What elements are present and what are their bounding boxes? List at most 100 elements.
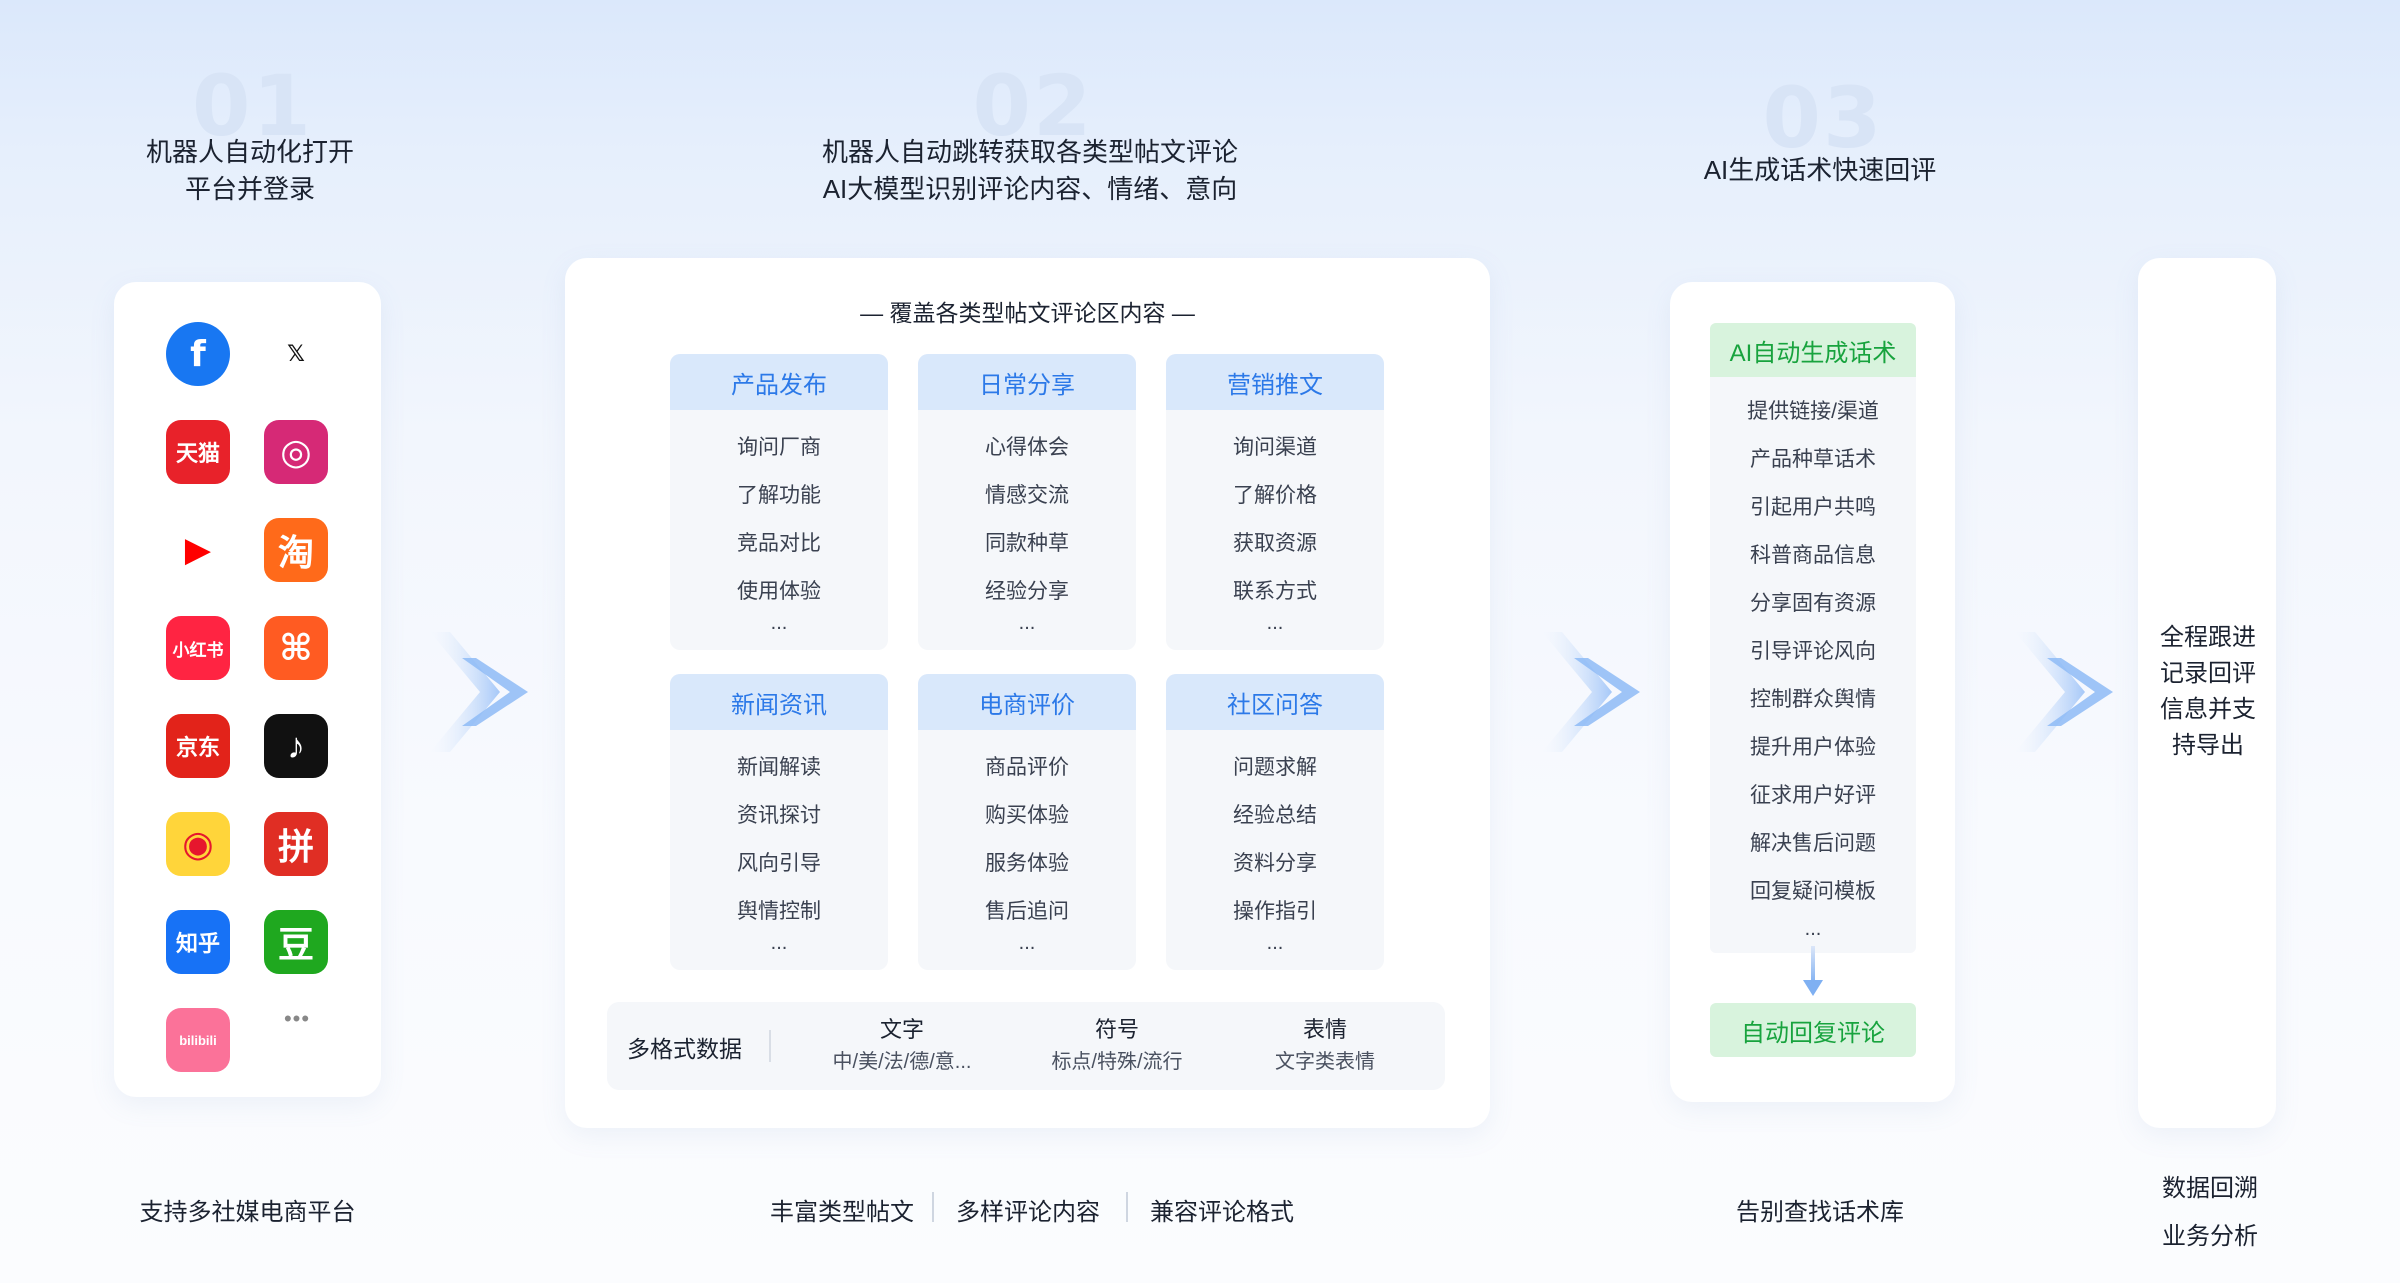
facebook-icon[interactable]: f xyxy=(166,322,230,386)
pinduoduo-icon[interactable]: 拼 xyxy=(264,812,328,876)
category-item: 了解功能 xyxy=(737,484,821,507)
step-number-1: 01 xyxy=(192,57,313,155)
instagram-icon[interactable]: ◎ xyxy=(264,420,328,484)
category-more-ellipsis: ... xyxy=(1266,932,1284,954)
category-title: 日常分享 xyxy=(918,354,1136,410)
bilibili-icon[interactable]: bilibili xyxy=(166,1008,230,1072)
taobao-icon[interactable]: 淘 xyxy=(264,518,328,582)
step-title-2-line2: AI大模型识别评论内容、情绪、意向 xyxy=(822,174,1238,204)
kuaishou-glyph: ⌘ xyxy=(279,627,313,668)
ai-script-item: 提供链接/渠道 xyxy=(1747,400,1879,423)
category-item: 情感交流 xyxy=(985,484,1069,507)
bottom-label-varied-comments: 多样评论内容 xyxy=(956,1199,1100,1226)
bottom-divider-2 xyxy=(1126,1192,1128,1222)
category-title: 新闻资讯 xyxy=(670,674,888,730)
category-more-ellipsis: ... xyxy=(1018,932,1036,954)
ai-script-item: 科普商品信息 xyxy=(1750,544,1876,567)
ai-script-item: 解决售后问题 xyxy=(1750,832,1876,855)
bottom-label-compatible-formats: 兼容评论格式 xyxy=(1150,1199,1294,1226)
jd-icon[interactable]: 京东 xyxy=(166,714,230,778)
category-item: 经验分享 xyxy=(985,580,1069,603)
x-glyph: 𝕏 xyxy=(287,341,305,366)
zhihu-icon[interactable]: 知乎 xyxy=(166,910,230,974)
multi-format-divider xyxy=(769,1030,771,1062)
ai-script-item: 控制群众舆情 xyxy=(1750,688,1876,711)
zhihu-glyph: 知乎 xyxy=(175,931,220,956)
category-title: 产品发布 xyxy=(670,354,888,410)
category-item: 风向引导 xyxy=(737,852,821,875)
category-item-list: 询问渠道了解价格获取资源联系方式... xyxy=(1166,410,1384,640)
xiaohongshu-icon[interactable]: 小红书 xyxy=(166,616,230,680)
weibo-glyph: ◉ xyxy=(182,823,214,864)
multi-format-emoji-desc: 文字类表情 xyxy=(1275,1051,1375,1073)
category-card: 新闻资讯新闻解读资讯探讨风向引导舆情控制... xyxy=(670,674,888,970)
category-card: 社区问答问题求解经验总结资料分享操作指引... xyxy=(1166,674,1384,970)
bottom-label-data-trace: 数据回溯 xyxy=(2162,1175,2258,1202)
platform-card xyxy=(114,282,381,1097)
category-title: 电商评价 xyxy=(918,674,1136,730)
category-item: 购买体验 xyxy=(985,804,1069,827)
category-more-ellipsis: ... xyxy=(1018,612,1036,634)
tracking-line-4: 持导出 xyxy=(2172,732,2244,759)
tracking-card xyxy=(2138,258,2276,1128)
bottom-label-no-script-library: 告别查找话术库 xyxy=(1736,1199,1904,1226)
category-item: 商品评价 xyxy=(985,756,1069,779)
instagram-glyph: ◎ xyxy=(280,431,312,472)
step-title-3: AI生成话术快速回评 xyxy=(1703,155,1937,185)
category-more-ellipsis: ... xyxy=(770,612,788,634)
tracking-line-2: 记录回评 xyxy=(2160,660,2256,687)
kuaishou-icon[interactable]: ⌘ xyxy=(264,616,328,680)
weibo-icon[interactable]: ◉ xyxy=(166,812,230,876)
category-more-ellipsis: ... xyxy=(770,932,788,954)
multi-format-emoji: 表情 文字类表情 xyxy=(1225,1014,1425,1078)
step-title-1: 机器人自动化打开 平台并登录 xyxy=(100,134,400,208)
category-item: 资料分享 xyxy=(1233,852,1317,875)
douban-icon[interactable]: 豆 xyxy=(264,910,328,974)
arrow-right-icon-2 xyxy=(1542,632,1640,752)
category-item: 问题求解 xyxy=(1233,756,1317,779)
bottom-label-platforms: 支持多社媒电商平台 xyxy=(139,1199,356,1226)
xiaohongshu-glyph: 小红书 xyxy=(172,640,224,660)
multi-format-symbol-desc: 标点/特殊/流行 xyxy=(1051,1051,1183,1073)
ai-more-ellipsis: ... xyxy=(1804,918,1822,940)
multi-format-symbol-title: 符号 xyxy=(1094,1017,1139,1042)
multi-format-text: 文字 中/美/法/德/意... xyxy=(792,1014,1012,1078)
category-item: 操作指引 xyxy=(1233,900,1317,923)
bilibili-glyph: bilibili xyxy=(179,1032,217,1048)
category-item: 询问厂商 xyxy=(737,436,821,459)
multi-format-panel: 多格式数据 文字 中/美/法/德/意... 符号 标点/特殊/流行 表情 文字类… xyxy=(607,1002,1445,1090)
arrow-right-icon-3 xyxy=(2015,632,2113,752)
bottom-divider-1 xyxy=(932,1192,934,1222)
facebook-glyph: f xyxy=(190,333,206,375)
more-platforms-icon: ••• xyxy=(283,1006,311,1031)
category-item-list: 新闻解读资讯探讨风向引导舆情控制... xyxy=(670,730,888,960)
bottom-label-business-analysis: 业务分析 xyxy=(2162,1223,2258,1250)
category-item: 心得体会 xyxy=(985,436,1069,459)
ai-script-item: 引起用户共鸣 xyxy=(1750,496,1876,519)
category-item: 经验总结 xyxy=(1233,804,1317,827)
tracking-text: 全程跟进 记录回评 信息并支 持导出 xyxy=(2153,620,2263,764)
category-item: 联系方式 xyxy=(1233,580,1317,603)
taobao-glyph: 淘 xyxy=(277,532,314,573)
category-item: 使用体验 xyxy=(737,580,821,603)
arrow-down-icon xyxy=(1803,946,1823,996)
step-number-2: 02 xyxy=(972,57,1094,155)
category-item: 服务体验 xyxy=(985,852,1069,875)
category-item: 舆情控制 xyxy=(737,900,821,923)
ai-script-item: 分享固有资源 xyxy=(1750,592,1876,615)
category-item: 同款种草 xyxy=(985,532,1069,555)
tracking-line-3: 信息并支 xyxy=(2160,696,2256,723)
category-item-list: 问题求解经验总结资料分享操作指引... xyxy=(1166,730,1384,960)
tmall-icon[interactable]: 天猫 xyxy=(166,420,230,484)
x-icon[interactable]: 𝕏 xyxy=(264,322,328,386)
step-title-2-line1: 机器人自动跳转获取各类型帖文评论 xyxy=(821,137,1238,167)
ai-script-item: 回复疑问模板 xyxy=(1750,880,1876,903)
tiktok-icon[interactable]: ♪ xyxy=(264,714,328,778)
pinduoduo-glyph: 拼 xyxy=(277,826,314,867)
ai-script-item: 征求用户好评 xyxy=(1750,784,1876,807)
youtube-icon[interactable]: ▶ xyxy=(166,518,230,582)
tracking-line-1: 全程跟进 xyxy=(2160,624,2256,651)
ai-list-panel xyxy=(1710,323,1916,953)
multi-format-text-title: 文字 xyxy=(879,1017,924,1042)
auto-reply-button[interactable]: 自动回复评论 xyxy=(1710,1003,1916,1057)
